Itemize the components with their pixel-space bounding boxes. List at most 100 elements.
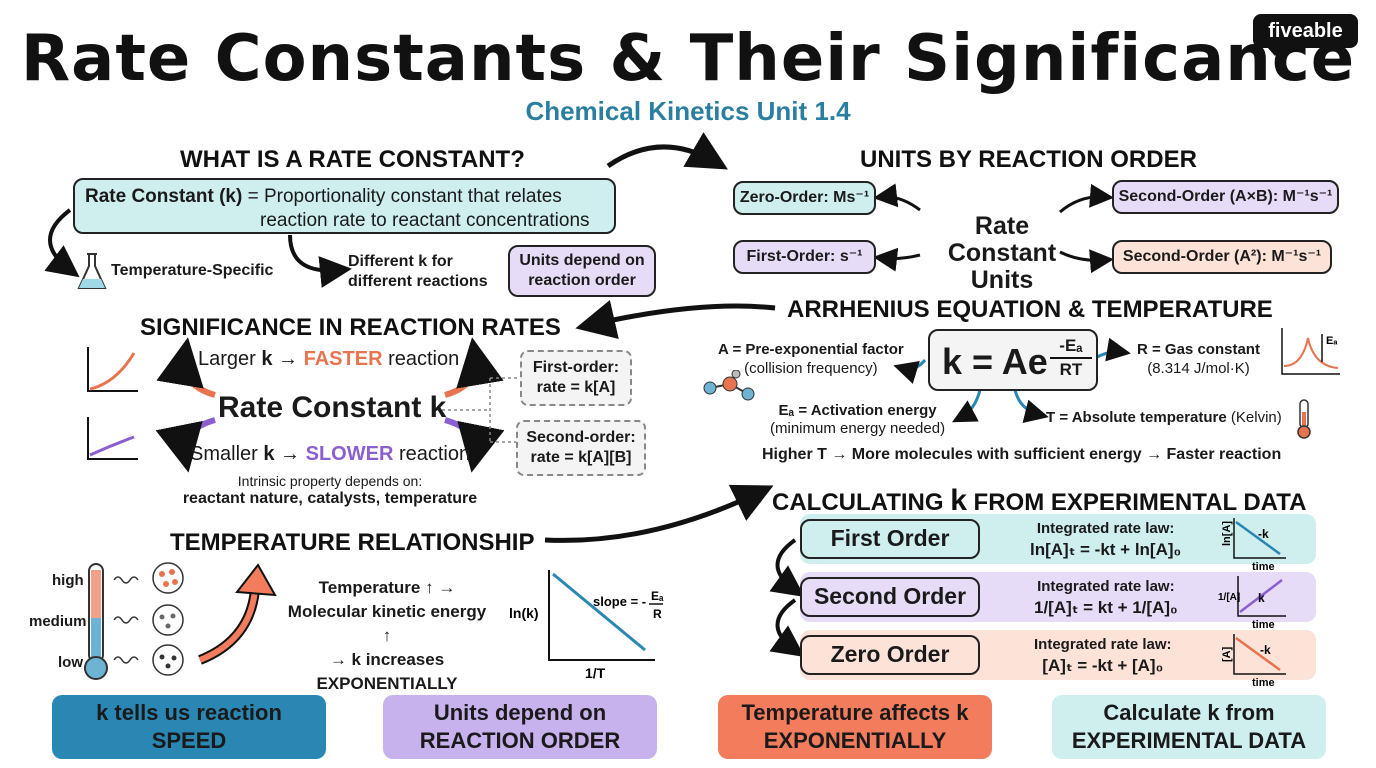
r-constant-title: R = Gas constant (1137, 341, 1260, 358)
different-k-line-2: different reactions (348, 273, 488, 290)
intrinsic-line-1: Intrinsic property depends on: (237, 473, 423, 489)
first-order-rate-law: rate = k[A] (536, 379, 616, 396)
smaller-k: k (263, 443, 275, 465)
temp-relationship-text: Temperature ↑ → Molecular kinetic energy… (282, 576, 492, 696)
activation-energy-label: Eₐ = Activation energy (minimum energy n… (770, 402, 945, 438)
a-factor-title: A = Pre-exponential factor (718, 341, 904, 358)
first-order-law-equation: ln[A]ₜ = -kt + ln[A]₀ (1030, 540, 1182, 559)
thermometer-large-icon (84, 563, 108, 680)
absolute-temperature-title: T = Absolute temperature (1046, 409, 1227, 426)
first-order-rate-label: First-order: (532, 359, 620, 376)
banner-data-line-2: EXPERIMENTAL DATA (1071, 728, 1307, 753)
absolute-temperature-sub: (Kelvin) (1230, 409, 1282, 426)
slope-denominator: R (653, 607, 662, 621)
first-order-law: Integrated rate law: ln[A]ₜ = -kt + ln[A… (1030, 518, 1181, 560)
zero-order-graph: [A] -k time (1221, 634, 1286, 688)
first-order-units: First-Order: s⁻¹ (733, 240, 876, 274)
exponent-denominator: RT (1059, 360, 1083, 379)
larger-arrow: → (272, 348, 304, 370)
temp-low-label: low (58, 654, 83, 671)
ln-k-vs-inverse-t-graph: ln(k) 1/T slope = - Eₐ R (509, 570, 664, 681)
first-order-graph-xlabel: time (1252, 561, 1275, 572)
definition-term: Rate Constant (k) (85, 186, 243, 207)
calc-heading-pre: CALCULATING (772, 489, 951, 516)
temp-line-4: EXPONENTIALLY (316, 674, 458, 693)
activation-energy-graph-icon: Eₐ (1281, 328, 1340, 375)
banner-reaction-order: Units depend on REACTION ORDER (383, 695, 657, 759)
molecule-icon (703, 370, 755, 401)
arrhenius-equation-box: k = Ae -Eₐ RT (928, 329, 1098, 391)
units-center-line-2: Units (970, 266, 1034, 294)
units-depend-callout: Units depend on reaction order (508, 245, 656, 297)
temp-line-1: Temperature ↑ → (318, 578, 456, 597)
first-order-graph: ln[A] -k time (1221, 518, 1286, 572)
larger-k: k (261, 348, 273, 370)
larger-suffix: reaction (382, 348, 460, 370)
banner-exp-line-1: Temperature affects k (741, 700, 969, 725)
first-order-graph-slope: -k (1258, 527, 1269, 541)
a-factor-label: A = Pre-exponential factor (collision fr… (718, 340, 904, 378)
units-depend-line-1: Units depend on (519, 252, 645, 269)
first-order-graph-ylabel: ln[A] (1221, 521, 1233, 546)
temp-high-label: high (52, 572, 84, 589)
larger-k-line: Larger k → FASTER reaction (198, 348, 459, 371)
graph-ea-label: Eₐ (1326, 335, 1338, 347)
activation-energy-sub: (minimum energy needed) (770, 420, 946, 437)
banner-experimental-data: Calculate k from EXPERIMENTAL DATA (1052, 695, 1326, 759)
equation-exponent: -Eₐ RT (1050, 335, 1092, 381)
temperature-specific-label: Temperature-Specific (111, 262, 274, 279)
slope-numerator: Eₐ (651, 589, 664, 603)
temp-medium-label: medium (29, 613, 87, 630)
first-order-rate-box: First-order: rate = k[A] (520, 350, 632, 406)
second-order-law: Integrated rate law: 1/[A]ₜ = kt + 1/[A]… (1034, 576, 1178, 618)
what-is-heading: WHAT IS A RATE CONSTANT? (180, 146, 525, 173)
second-order-axb-units: Second-Order (A×B): M⁻¹s⁻¹ (1112, 180, 1339, 214)
smaller-suffix: reaction (393, 443, 471, 465)
slope-label: slope = - (593, 594, 646, 609)
activation-energy-title: Eₐ = Activation energy (778, 402, 937, 419)
banner-order-line-1: Units depend on (433, 700, 607, 725)
zero-order-graph-ylabel: [A] (1221, 646, 1233, 662)
molecule-motion-icons (113, 562, 184, 676)
significance-heading: SIGNIFICANCE IN REACTION RATES (140, 314, 561, 341)
zero-order-law: Integrated rate law: [A]ₜ = -kt + [A]₀ (1034, 634, 1172, 676)
first-order-button[interactable]: First Order (800, 519, 980, 559)
banner-data-line-1: Calculate k from (1103, 700, 1275, 725)
fast-rate-graph-icon (87, 347, 138, 392)
different-k-line-1: Different k for (348, 253, 453, 270)
calc-heading-post: FROM EXPERIMENTAL DATA (966, 489, 1307, 516)
second-order-law-equation: 1/[A]ₜ = kt + 1/[A]₀ (1034, 598, 1178, 617)
smaller-k-line: Smaller k → SLOWER reaction (190, 443, 470, 466)
second-order-button[interactable]: Second Order (800, 577, 980, 617)
smaller-prefix: Smaller (190, 443, 264, 465)
zero-order-button[interactable]: Zero Order (800, 635, 980, 675)
definition-text-1: = Proportionality constant that relates (247, 186, 562, 207)
exponent-numerator: -Eₐ (1050, 335, 1092, 359)
second-order-graph-slope: k (1258, 591, 1265, 605)
calculating-heading: CALCULATING k FROM EXPERIMENTAL DATA (772, 484, 1306, 518)
slow-rate-graph-icon (87, 417, 138, 460)
banner-speed-line-2: SPEED (151, 728, 227, 753)
banner-exponentially: Temperature affects k EXPONENTIALLY (718, 695, 992, 759)
zero-order-graph-xlabel: time (1252, 677, 1275, 688)
equation-main: k = Ae (942, 341, 1048, 382)
units-center-label: Rate Constant Units (918, 213, 1086, 294)
absolute-temperature-label: T = Absolute temperature (Kelvin) (1046, 409, 1282, 426)
page-subtitle: Chemical Kinetics Unit 1.4 (525, 96, 851, 126)
zero-order-law-equation: [A]ₜ = -kt + [A]₀ (1042, 656, 1164, 675)
different-k-label: Different k for different reactions (348, 252, 488, 292)
thermometer-icon (1297, 399, 1311, 439)
page-title: Rate Constants & Their Significance (20, 22, 1356, 96)
second-order-law-label: Integrated rate law: (1037, 578, 1175, 595)
larger-prefix: Larger (198, 348, 262, 370)
definition-box: Rate Constant (k) = Proportionality cons… (73, 178, 616, 234)
fiveable-logo: fiveable (1253, 14, 1358, 56)
second-order-graph-ylabel: 1/[A] (1218, 592, 1240, 603)
second-order-rate-law: rate = k[A][B] (530, 449, 632, 466)
slower-word: SLOWER (305, 443, 394, 465)
second-order-rate-box: Second-order: rate = k[A][B] (516, 420, 646, 476)
second-order-graph: 1/[A] k time (1218, 576, 1286, 630)
zero-order-law-label: Integrated rate law: (1034, 636, 1172, 653)
a-factor-sub: (collision frequency) (744, 360, 878, 377)
